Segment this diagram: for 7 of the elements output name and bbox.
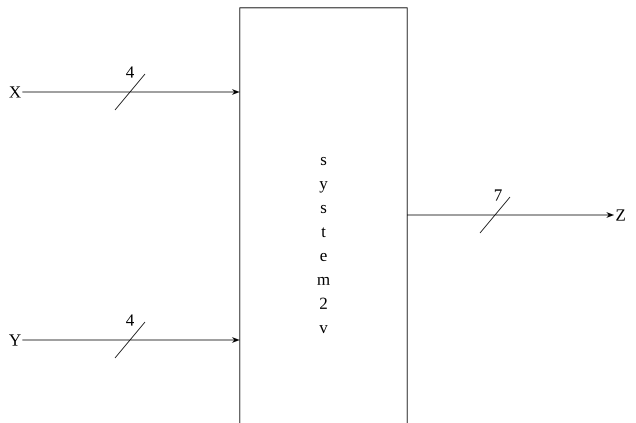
- edge-label: 4: [124, 65, 136, 79]
- system-box: s y s t e m 2 v: [239, 7, 408, 423]
- edge-label: 4: [124, 313, 136, 327]
- node-label: Y: [9, 334, 21, 346]
- edge-label: 7: [492, 188, 504, 202]
- node-label: X: [9, 86, 21, 98]
- node-label: Z: [616, 209, 625, 221]
